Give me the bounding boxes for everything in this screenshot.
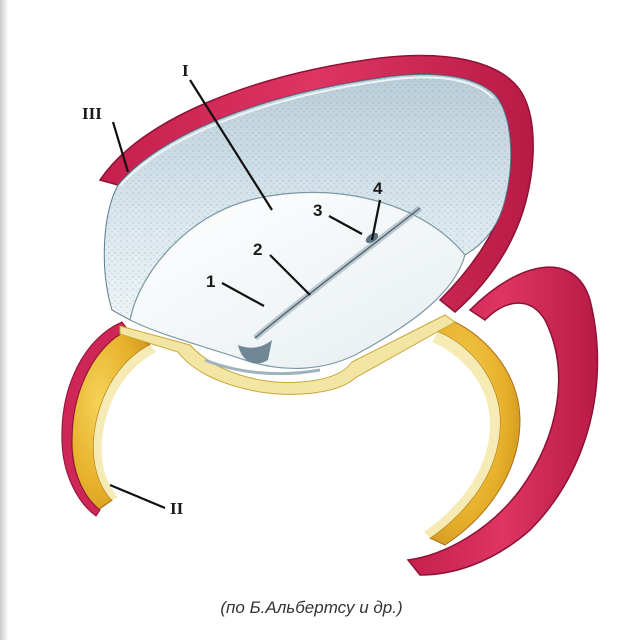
label-2: 2 [253, 240, 262, 259]
label-1: 1 [206, 272, 215, 291]
label-III: III [82, 104, 102, 123]
source-caption: (по Б.Альбертсу и др.) [0, 598, 623, 618]
label-II: II [170, 499, 184, 518]
label-I: I [182, 61, 189, 80]
label-4: 4 [373, 179, 383, 198]
label-3: 3 [313, 201, 322, 220]
